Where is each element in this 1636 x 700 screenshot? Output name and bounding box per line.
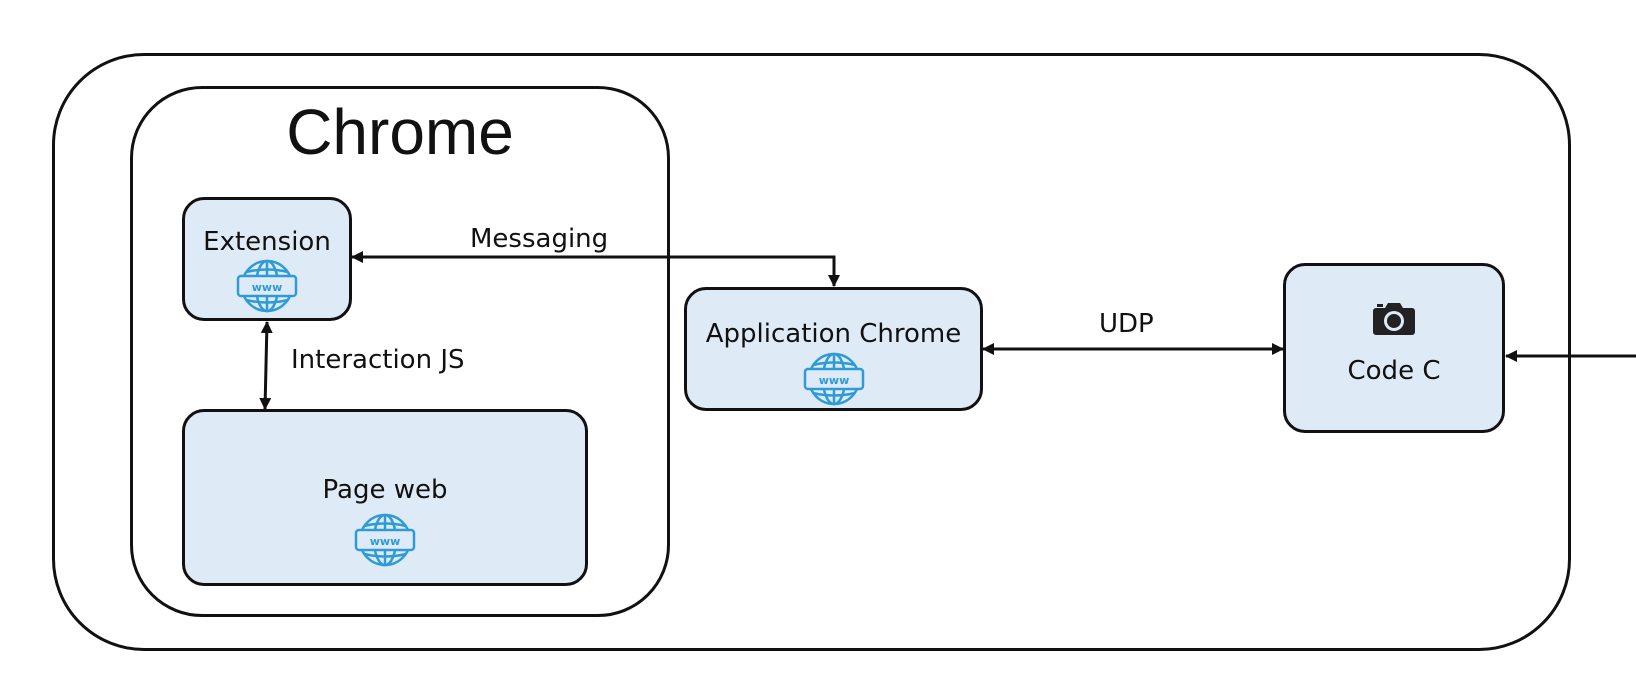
messaging-edge-label: Messaging (470, 224, 609, 254)
application-chrome-node[interactable]: Application Chrome www (684, 287, 983, 411)
page-web-node[interactable]: Page web www (182, 409, 588, 586)
system-boundary (52, 53, 1571, 651)
www-globe-icon: www (236, 259, 298, 313)
camera-icon (1373, 303, 1415, 335)
chrome-container (130, 86, 670, 617)
chrome-container-title: Chrome (286, 96, 514, 168)
globe-icon-text: www (252, 281, 283, 294)
www-globe-icon: www (354, 513, 416, 567)
globe-icon-text: www (818, 374, 849, 387)
code-c-node[interactable]: Code C (1283, 263, 1505, 433)
messaging-edge (351, 251, 840, 287)
globe-icon-text: www (370, 535, 401, 548)
udp-edge-label: UDP (1099, 309, 1154, 339)
code-c-label: Code C (1347, 356, 1441, 386)
page-web-label: Page web (322, 475, 448, 505)
interaction-js-edge-label: Interaction JS (291, 345, 465, 375)
www-globe-icon: www (803, 352, 864, 406)
interaction-js-edge (259, 321, 273, 410)
application-chrome-label: Application Chrome (705, 319, 962, 349)
extension-label: Extension (203, 227, 331, 257)
extension-node[interactable]: Extension www (182, 197, 352, 321)
